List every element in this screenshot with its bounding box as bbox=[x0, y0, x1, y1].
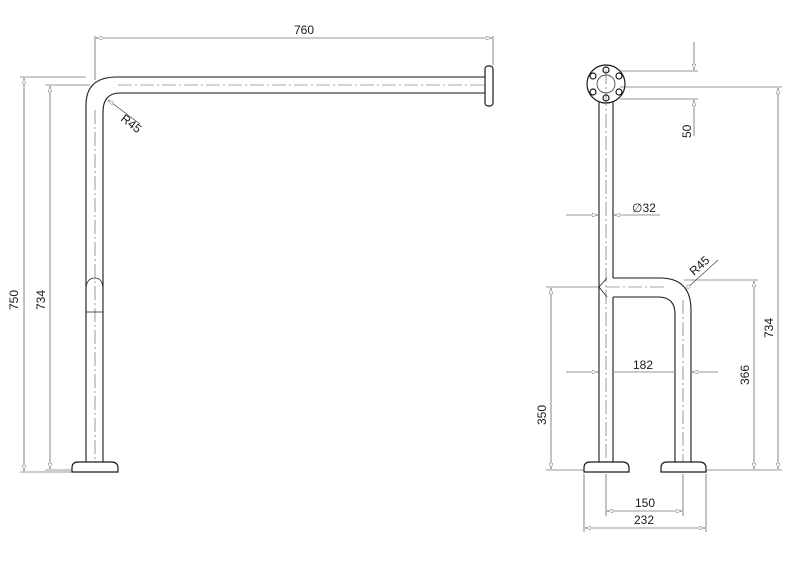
front-bend-outer bbox=[659, 277, 692, 311]
front-view: 50 ∅32 R45 734 366 350 182 150 bbox=[535, 42, 782, 532]
dim-front-flange-offset: 50 bbox=[680, 124, 694, 138]
dim-side-width: 760 bbox=[294, 23, 314, 37]
dim-side-height-center: 734 bbox=[34, 290, 48, 310]
dim-front-total-height: 734 bbox=[762, 318, 776, 338]
dim-front-lower-height: 366 bbox=[738, 365, 752, 385]
front-bar-joint bbox=[598, 277, 608, 298]
front-bend-inner bbox=[657, 296, 676, 315]
front-floor-flange-left bbox=[583, 461, 630, 473]
side-view: 760 750 734 R45 bbox=[7, 23, 494, 473]
front-floor-flange-right bbox=[660, 461, 707, 473]
dim-front-leg-spacing: 150 bbox=[635, 496, 655, 510]
side-floor-flange bbox=[71, 461, 119, 473]
side-bend-outer bbox=[85, 76, 118, 106]
dim-side-height-total: 750 bbox=[7, 290, 21, 310]
dim-front-base-width: 232 bbox=[634, 513, 654, 527]
dim-side-bend-radius: R45 bbox=[118, 111, 144, 136]
side-joint-top bbox=[85, 277, 104, 291]
dim-front-diameter: ∅32 bbox=[632, 201, 656, 215]
side-wall-flange bbox=[484, 65, 494, 107]
dim-front-inner-width: 182 bbox=[633, 358, 653, 372]
dim-front-bar-height: 350 bbox=[535, 405, 549, 425]
front-flange-bolts bbox=[589, 66, 623, 102]
side-bend-inner bbox=[102, 92, 121, 113]
dim-front-bend-radius: R45 bbox=[687, 253, 713, 278]
